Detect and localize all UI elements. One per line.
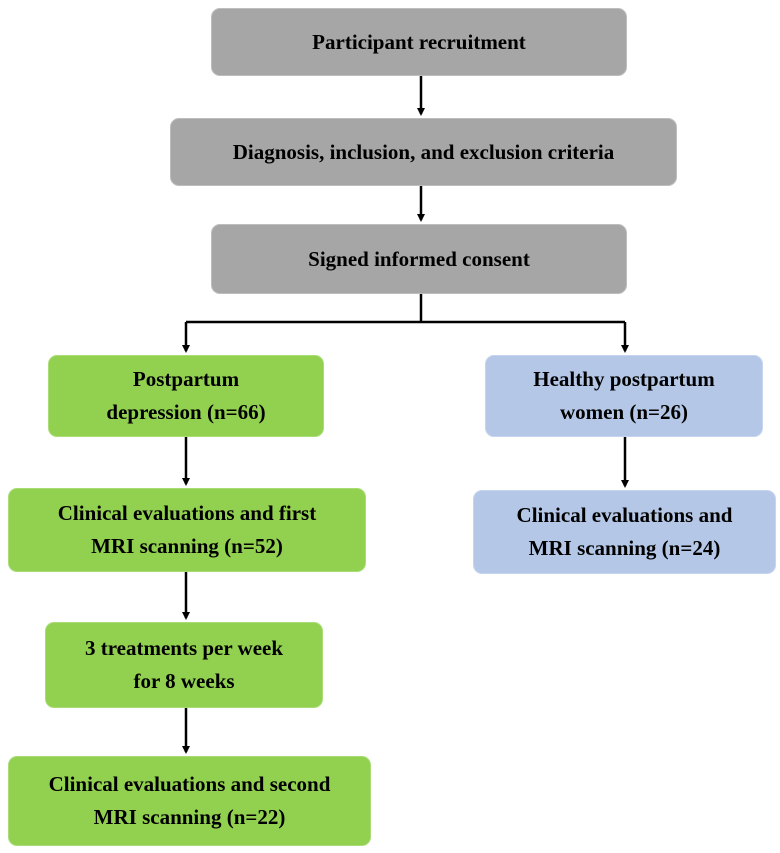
node-ppd-second-evaluation: Clinical evaluations and second MRI scan…	[8, 756, 371, 846]
node-informed-consent: Signed informed consent	[211, 224, 627, 294]
node-eligibility-criteria: Diagnosis, inclusion, and exclusion crit…	[170, 118, 677, 186]
node-postpartum-depression-group: Postpartum depression (n=66)	[48, 355, 324, 437]
node-treatment-schedule: 3 treatments per week for 8 weeks	[45, 622, 323, 708]
node-healthy-evaluation: Clinical evaluations and MRI scanning (n…	[473, 490, 776, 574]
node-participant-recruitment: Participant recruitment	[211, 8, 627, 76]
node-healthy-postpartum-group: Healthy postpartum women (n=26)	[485, 355, 763, 437]
node-ppd-first-evaluation: Clinical evaluations and first MRI scann…	[8, 488, 366, 572]
